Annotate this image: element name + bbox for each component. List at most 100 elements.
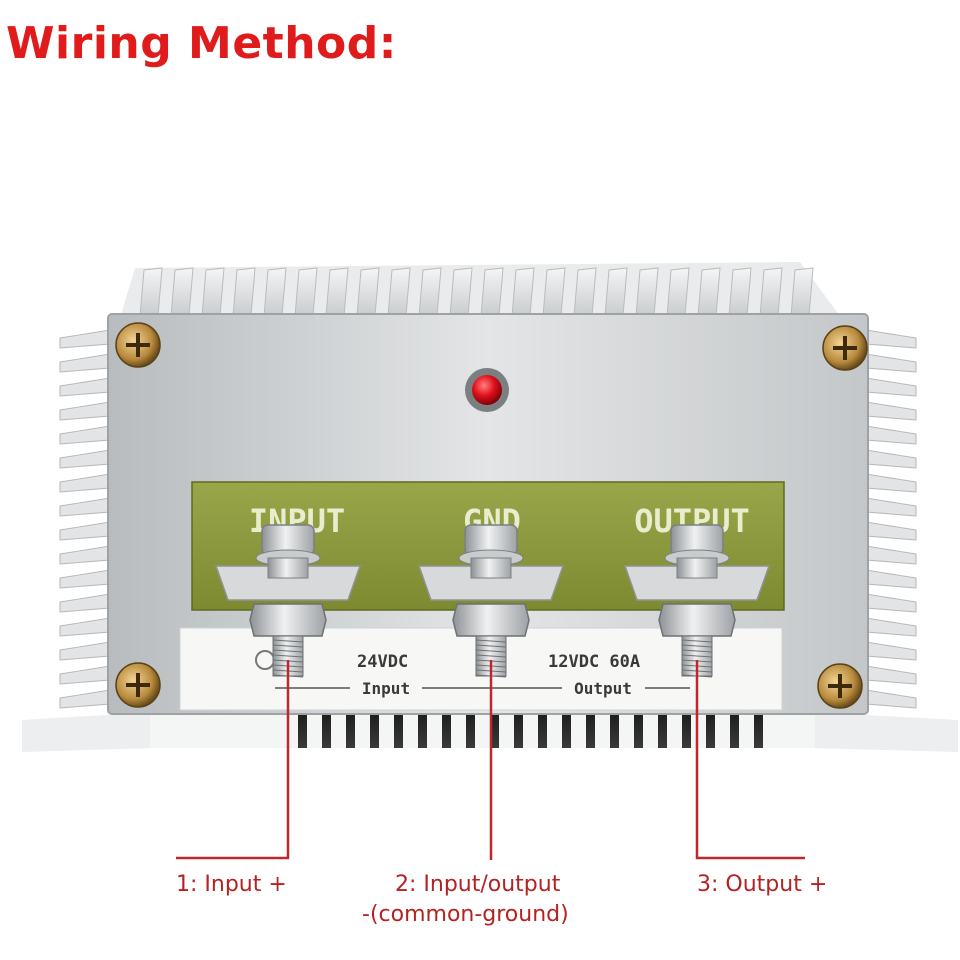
side-fin [865,377,917,397]
top-fin [480,267,504,317]
side-fin [865,545,917,565]
side-fin [59,665,111,685]
side-fin [59,521,111,541]
side-fin [865,689,917,709]
side-fin [865,665,917,685]
bottom-fin-gap [490,714,499,748]
side-fin [59,593,111,613]
input-voltage-text: 24VDC [357,652,408,672]
side-fin [59,329,111,349]
side-fin [865,569,917,589]
side-fin [865,521,917,541]
top-heatsink-fins [120,262,840,318]
bottom-fin-gap [538,714,547,748]
bottom-fin-gap [634,714,643,748]
top-fin [573,267,597,317]
side-fin [865,449,917,469]
side-fin [865,497,917,517]
bottom-fin-gap [682,714,691,748]
side-fin [865,641,917,661]
bottom-fin-gap [346,714,355,748]
side-fin [59,545,111,565]
lead-line-output [695,660,805,860]
base-flange-left [22,712,155,752]
top-fin [139,267,163,317]
output-group-label: Output [574,679,632,698]
top-fin [325,267,349,317]
bottom-heatsink-fins [298,714,763,748]
top-fin [232,267,256,317]
screw-icon [115,662,161,708]
callout-common-ground-line2: -(common-ground) [362,902,569,927]
side-fin [59,617,111,637]
side-fin [59,569,111,589]
top-fin [759,267,783,317]
side-fin [865,353,917,373]
side-fin [865,593,917,613]
bottom-fin-gap [418,714,427,748]
callout-input-plus: 1: Input + [176,872,287,897]
top-fin [356,267,380,317]
side-fin [59,473,111,493]
bottom-fin-gap [442,714,451,748]
bottom-fin-gap [562,714,571,748]
bottom-fin-gap [394,714,403,748]
bottom-fin-gap [754,714,763,748]
power-led-icon [465,368,509,412]
side-fin [59,353,111,373]
bottom-fin-gap [466,714,475,748]
side-fin [865,401,917,421]
bottom-fin-gap [730,714,739,748]
bottom-fin-gap [658,714,667,748]
bottom-fin-gap [298,714,307,748]
side-fin [865,425,917,445]
screw-icon [817,663,863,709]
callout-common-ground-line1: 2: Input/output [395,872,561,897]
bottom-fin-gap [610,714,619,748]
top-fin [511,267,535,317]
side-fin [59,497,111,517]
base-flange [150,712,815,748]
side-fin [865,617,917,637]
terminal-post-input [214,524,362,678]
bottom-fin-gap [514,714,523,748]
top-fin [542,267,566,317]
lead-line-input [176,660,290,860]
top-fin [728,267,752,317]
top-fin [697,267,721,317]
input-group-label: Input [362,679,410,698]
side-heatsink-fins [59,329,917,709]
top-fin [170,267,194,317]
bottom-fin-gap [322,714,331,748]
screw-icon [822,325,868,371]
top-fin [387,267,411,317]
side-fin [59,689,111,709]
bottom-fin-gap [370,714,379,748]
top-fin [790,267,814,317]
top-fin [201,267,225,317]
top-fin [294,267,318,317]
top-fin [418,267,442,317]
side-fin [865,473,917,493]
terminal-post-ground [417,524,565,678]
lead-lines [176,660,805,860]
side-fin [59,641,111,661]
side-fin [59,401,111,421]
top-fin [449,267,473,317]
diagram-title: Wiring Method: [6,18,397,69]
bottom-fin-gap [706,714,715,748]
side-fin [59,449,111,469]
screw-icon [115,322,161,368]
base-flange-right [810,712,958,752]
side-fin [59,377,111,397]
side-fin [59,425,111,445]
top-fin [263,267,287,317]
top-fin [635,267,659,317]
callout-output-plus: 3: Output + [697,872,828,897]
top-fin [666,267,690,317]
top-fin [604,267,628,317]
bottom-fin-gap [586,714,595,748]
output-rating-text: 12VDC 60A [548,652,640,672]
side-fin [865,329,917,349]
